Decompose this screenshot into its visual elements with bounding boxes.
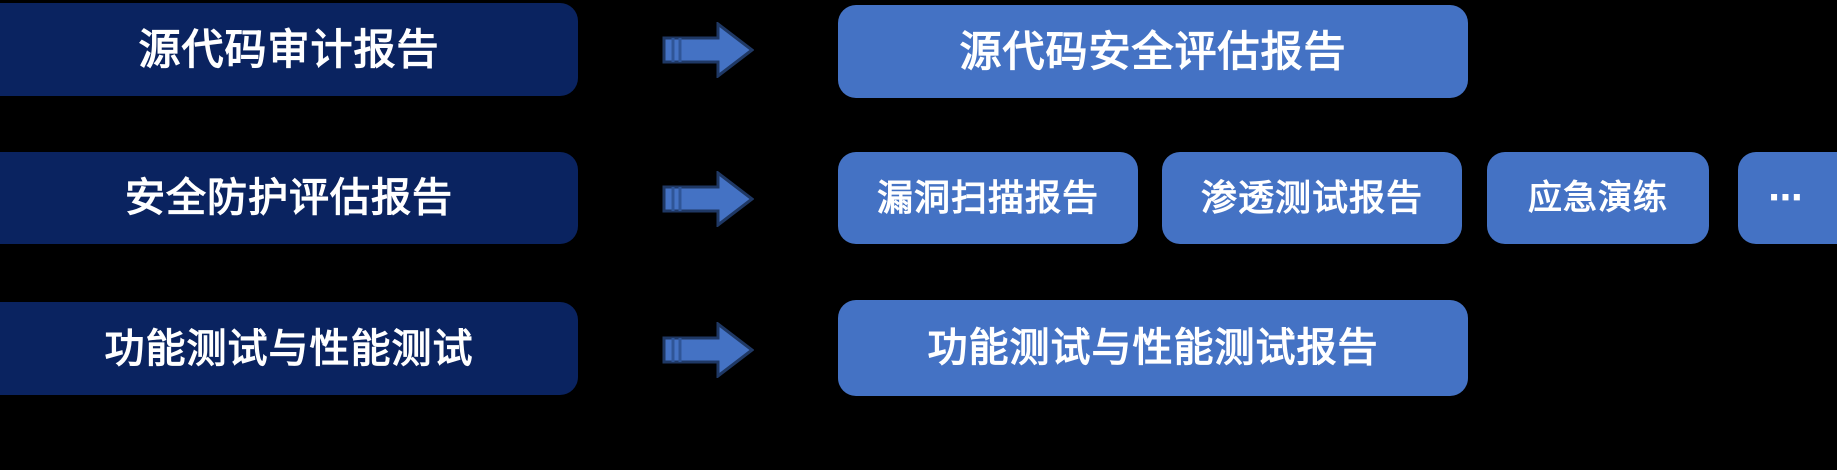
source-node-row3[interactable]: 功能测试与性能测试 [0, 302, 578, 395]
source-node-row2[interactable]: 安全防护评估报告 [0, 152, 578, 244]
source-node-row1[interactable]: 源代码审计报告 [0, 3, 578, 96]
right-arrow-icon-row2 [662, 171, 754, 227]
target-node-row1-0[interactable]: 源代码安全评估报告 [838, 5, 1468, 98]
target-node-row3-0[interactable]: 功能测试与性能测试报告 [838, 300, 1468, 396]
right-arrow-icon-row1 [662, 22, 754, 78]
target-node-row2-2[interactable]: 应急演练 [1487, 152, 1709, 244]
target-node-row2-3[interactable]: ⋯ [1738, 152, 1837, 244]
right-arrow-icon-row3 [662, 322, 754, 378]
target-node-row2-1[interactable]: 渗透测试报告 [1162, 152, 1462, 244]
target-node-row2-0[interactable]: 漏洞扫描报告 [838, 152, 1138, 244]
